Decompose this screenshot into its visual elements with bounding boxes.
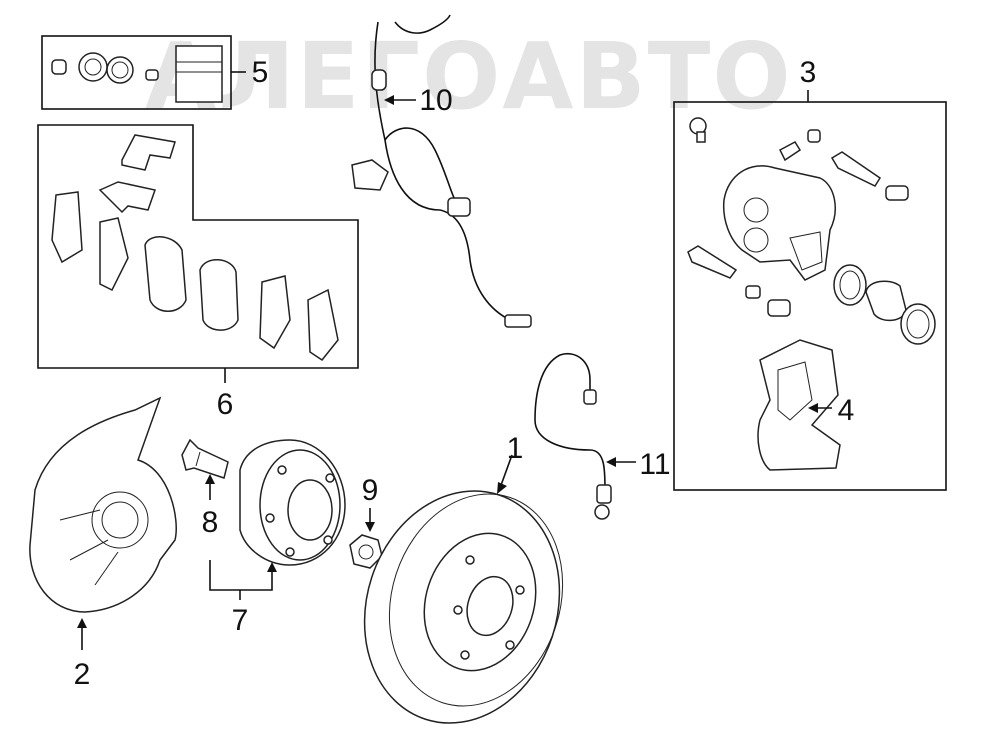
callout-9: 9 <box>362 474 379 507</box>
callout-8: 8 <box>202 506 219 539</box>
brake-rotor <box>363 490 564 724</box>
wheel-stud <box>181 438 229 479</box>
callout-6: 6 <box>217 388 234 421</box>
watermark-text: АЛЕГОАВТО <box>145 23 793 130</box>
abs-sensor-wire <box>351 14 532 328</box>
seal-kit-parts <box>51 45 223 103</box>
callout-2: 2 <box>74 658 91 691</box>
caliper-bracket <box>757 339 841 471</box>
caliper-assembly-box <box>673 101 947 491</box>
caliper-parts <box>687 117 936 345</box>
pad-kit-box <box>37 124 359 369</box>
wheel-hub <box>239 439 346 566</box>
pad-kit-group <box>37 124 359 383</box>
callout-7: 7 <box>232 604 249 637</box>
callout-labels: 1 2 3 4 5 6 7 8 9 10 11 <box>74 56 855 691</box>
callout-1: 1 <box>507 432 524 465</box>
dust-shield <box>29 396 177 613</box>
caliper-assembly-group <box>673 90 947 491</box>
callout-11: 11 <box>639 448 670 481</box>
callout-4: 4 <box>838 394 855 427</box>
pad-kit-parts <box>51 134 339 362</box>
callout-5: 5 <box>252 56 269 89</box>
seal-kit-group <box>41 35 246 110</box>
callout-3: 3 <box>800 56 817 89</box>
callout-10: 10 <box>419 84 452 117</box>
brake-hose <box>534 353 612 520</box>
watermark: АЛЕГОАВТО <box>145 23 793 130</box>
